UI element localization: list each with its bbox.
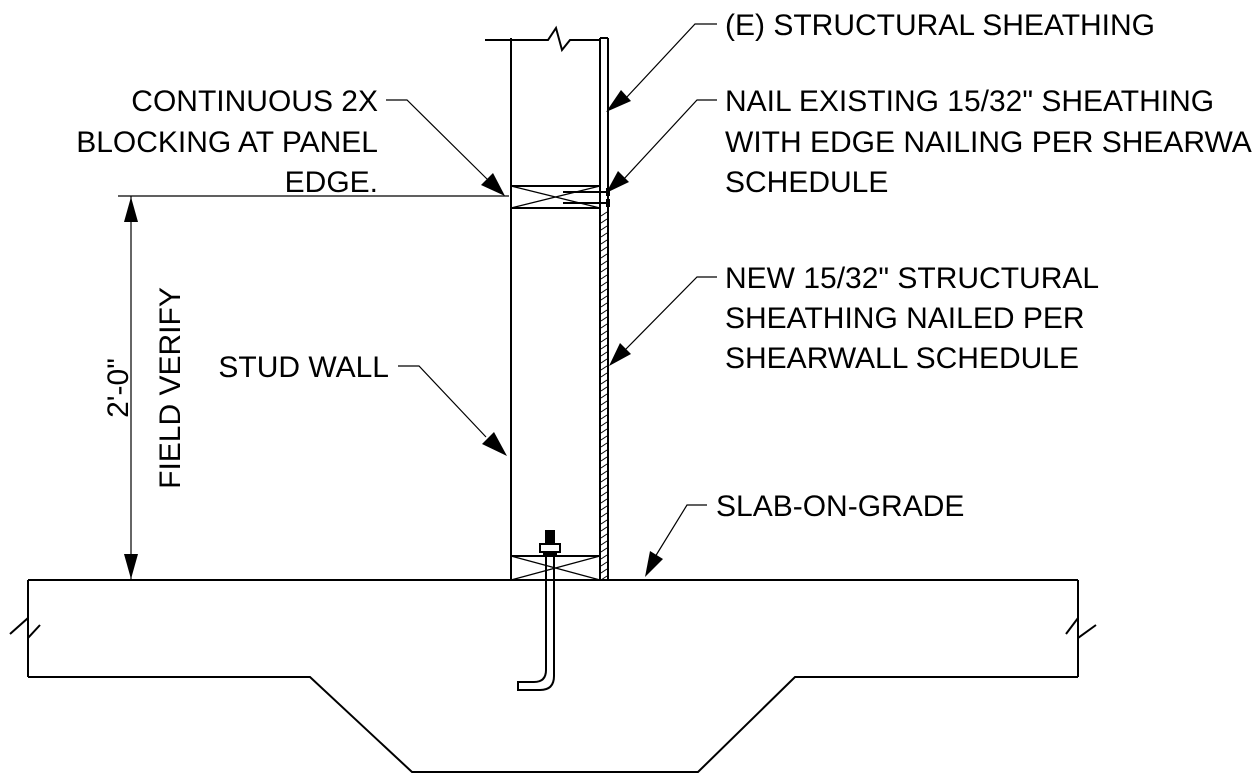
hatch-line [600,407,608,413]
hatch-line [600,484,608,490]
hatch-line [600,379,608,385]
hatch-line [600,568,608,574]
label-blocking-line-3: EDGE. [285,166,378,199]
hatch-line [600,239,608,245]
hatch-line [600,519,608,525]
continuous-blocking [510,185,601,209]
hatch-line [600,358,608,364]
height-dimension [118,195,509,580]
dimension-value: 2'-0" [102,358,135,418]
hatch-line [600,554,608,560]
hatch-line [600,295,608,301]
hatch-line [600,211,608,217]
hatch-line [600,309,608,315]
hatch-line [600,302,608,308]
hatch-line [600,540,608,546]
existing-sheathing-panel [600,37,609,205]
hatch-line [600,225,608,231]
label-nail-existing-line-2: WITH EDGE NAILING PER SHEARWALL [725,126,1252,159]
leader-existing-sheathing [606,23,717,112]
hatch-line [600,575,608,581]
label-new-sheathing-line-3: SHEARWALL SCHEDULE [725,342,1079,375]
hatch-line [600,267,608,273]
hatch-line [600,428,608,434]
label-blocking-line-2: BLOCKING AT PANEL [76,126,378,159]
new-sheathing-hatch [600,211,608,581]
hatch-line [600,351,608,357]
hatch-line [600,393,608,399]
label-slab-on-grade: SLAB-ON-GRADE [716,490,964,523]
field-verify-note: FIELD VERIFY [154,287,187,489]
anchor-bolt [517,530,561,691]
hatch-line [600,281,608,287]
hatch-line [600,512,608,518]
label-nail-existing-line-1: NAIL EXISTING 15/32" SHEATHING [725,85,1214,118]
stud-wall [485,25,601,580]
hatch-line [600,260,608,266]
hatch-line [600,505,608,511]
hatch-line [600,400,608,406]
hatch-line [600,253,608,259]
label-stud-wall: STUD WALL [218,351,389,384]
leader-nail-existing [606,99,717,193]
hatch-line [600,421,608,427]
hatch-line [600,526,608,532]
thickened-slab-footing [28,676,1078,773]
hatch-line [600,449,608,455]
hatch-line [600,246,608,252]
label-existing-sheathing: (E) STRUCTURAL SHEATHING [725,9,1155,42]
label-new-sheathing-line-1: NEW 15/32" STRUCTURAL [725,262,1099,295]
hatch-line [600,414,608,420]
leader-stud-wall [398,365,507,456]
label-blocking-line-1: CONTINUOUS 2X [131,85,378,118]
hatch-line [600,561,608,567]
hatch-line [600,435,608,441]
hatch-line [600,323,608,329]
hatch-line [600,218,608,224]
hatch-line [600,232,608,238]
hatch-line [600,491,608,497]
hatch-line [600,470,608,476]
hatch-line [600,288,608,294]
hatch-line [600,456,608,462]
hatch-line [600,386,608,392]
hatch-line [600,316,608,322]
hatch-line [600,365,608,371]
hatch-line [600,547,608,553]
hatch-line [600,477,608,483]
leader-blocking [386,99,505,196]
hatch-line [600,337,608,343]
hatch-line [600,498,608,504]
hatch-line [600,442,608,448]
label-nail-existing-line-3: SCHEDULE [725,166,888,199]
label-new-sheathing-line-2: SHEATHING NAILED PER [725,302,1085,335]
leader-slab [645,504,707,577]
hatch-line [600,274,608,280]
hatch-line [600,330,608,336]
hatch-line [600,533,608,539]
hatch-line [600,372,608,378]
hatch-line [600,463,608,469]
sill-plate [510,555,601,581]
new-sheathing-panel [600,205,609,581]
hatch-line [600,344,608,350]
leader-new-sheathing [609,276,717,366]
